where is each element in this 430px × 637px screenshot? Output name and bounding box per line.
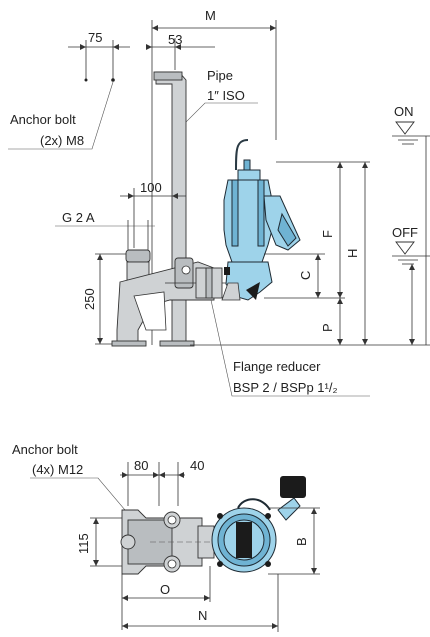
dimension-80-40: 80 40 xyxy=(120,458,204,506)
dim-p-label: P xyxy=(320,323,335,332)
flange-label: Flange reducer xyxy=(233,359,321,374)
dimension-53: 53 xyxy=(146,32,215,70)
side-view: M 53 75 Anchor bolt (2x) M8 Pipe xyxy=(8,8,430,397)
dim-b-label: B xyxy=(294,537,309,546)
level-off: OFF xyxy=(392,225,430,345)
dimension-o: O xyxy=(121,566,211,630)
dim-f-label: F xyxy=(320,230,335,238)
flange-spec: BSP 2 / BSPp 1¹/₂ xyxy=(233,380,338,395)
dimension-115: 115 xyxy=(76,517,126,567)
dimension-100: 100 xyxy=(120,180,186,248)
dim-40-label: 40 xyxy=(190,458,204,473)
on-label: ON xyxy=(394,104,414,119)
pump-body xyxy=(221,139,301,301)
dim-h-label: H xyxy=(345,249,360,258)
thread-callout: G 2 A xyxy=(55,210,155,255)
anchor-bolt-callout-top: Anchor bolt (4x) M12 xyxy=(12,442,126,511)
coupling-base xyxy=(111,249,240,347)
dim-100-label: 100 xyxy=(140,180,162,195)
anchor-bolt-label: Anchor bolt xyxy=(10,112,76,127)
dim-c-label: C xyxy=(298,271,313,280)
top-anchor-bolt-label: Anchor bolt xyxy=(12,442,78,457)
anchor-bolt-spec: (2x) M8 xyxy=(40,133,84,148)
dim-75-label: 75 xyxy=(88,30,102,45)
pipe-size-label: 1″ ISO xyxy=(207,88,245,103)
dim-80-label: 80 xyxy=(134,458,148,473)
level-on: ON xyxy=(392,104,430,145)
flange-reducer-callout: Flange reducer BSP 2 / BSPp 1¹/₂ xyxy=(210,299,370,397)
base-plan xyxy=(120,509,270,575)
dim-115-label: 115 xyxy=(76,533,91,554)
thread-label: G 2 A xyxy=(62,210,95,225)
dim-o-label: O xyxy=(160,582,170,597)
dim-n-label: N xyxy=(198,608,207,623)
dim-53-label: 53 xyxy=(168,32,182,47)
anchor-bolt-callout: Anchor bolt (2x) M8 xyxy=(8,81,114,150)
off-label: OFF xyxy=(392,225,418,240)
pump-plan xyxy=(211,476,306,573)
top-view: Anchor bolt (4x) M12 80 40 115 xyxy=(12,442,320,632)
dimension-75: 75 xyxy=(68,30,130,82)
dimension-n: N xyxy=(122,574,279,632)
dim-m-label: M xyxy=(205,8,216,23)
dim-250-label: 250 xyxy=(82,288,97,310)
pipe-label: Pipe xyxy=(207,68,233,83)
dimension-b: B xyxy=(268,507,320,575)
pipe-callout: Pipe 1″ ISO xyxy=(177,68,258,131)
vertical-dimensions: C F H P xyxy=(190,161,430,346)
top-anchor-bolt-spec: (4x) M12 xyxy=(32,462,83,477)
